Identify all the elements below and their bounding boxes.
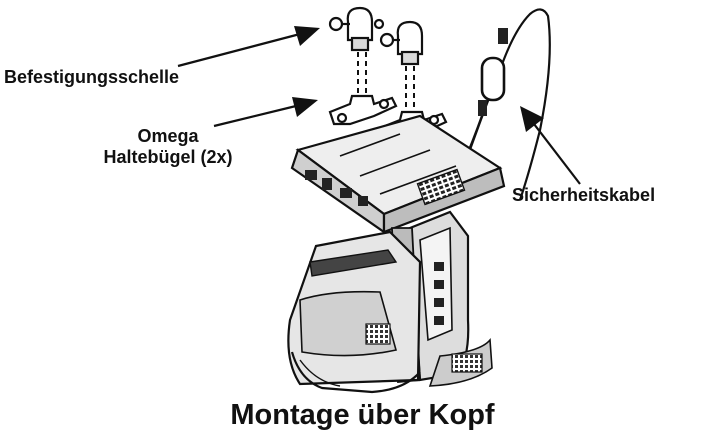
arrow-omega bbox=[213, 97, 318, 128]
mounting-clamp-right bbox=[379, 20, 424, 66]
figure-caption: Montage über Kopf bbox=[230, 399, 495, 431]
label-mounting-clamp: Befestigungsschelle bbox=[4, 67, 180, 87]
mounting-clamp-left bbox=[328, 6, 385, 52]
label-omega-line2: Haltebügel (2x) bbox=[103, 147, 233, 167]
arrow-clamp bbox=[177, 26, 320, 68]
fixture-top-plate bbox=[290, 114, 506, 235]
safety-cable bbox=[455, 8, 551, 201]
omega-bracket-left bbox=[328, 94, 398, 126]
fixture-head bbox=[287, 230, 493, 394]
alignment-dashes bbox=[357, 52, 415, 110]
label-omega-line1: Omega bbox=[137, 126, 199, 146]
label-omega-bracket: Omega Haltebügel (2x) bbox=[68, 126, 268, 168]
arrow-safety-cable bbox=[520, 106, 581, 185]
label-safety-cable: Sicherheitskabel bbox=[512, 185, 656, 205]
